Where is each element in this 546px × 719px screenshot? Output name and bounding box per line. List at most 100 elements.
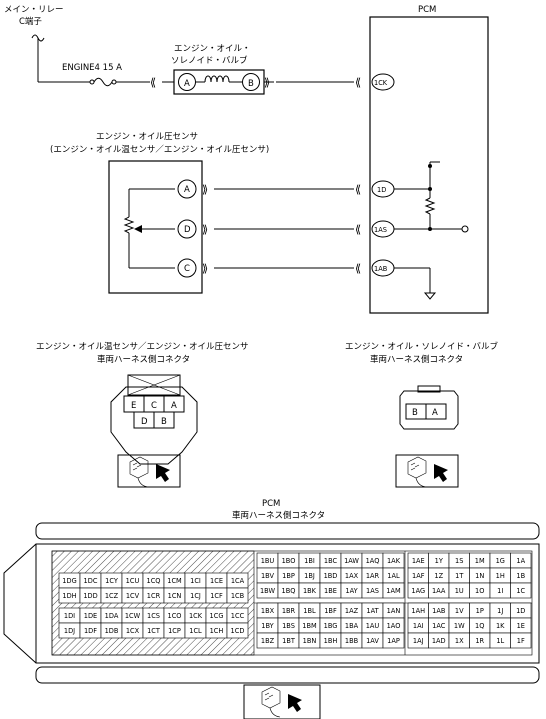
pcm-label: PCM (418, 5, 436, 15)
sensor-connector-title: エンジン・オイル温センサ／エンジン・オイル圧センサ (36, 341, 249, 352)
sensor-conn-pin-d: D (141, 417, 148, 427)
pcm-pin-label: 1J (497, 607, 503, 615)
pcm-pin-label: 1AZ (345, 607, 359, 615)
pcm-pin-label: 1AH (411, 607, 425, 615)
pcm-pin-label: 1BE (324, 587, 337, 595)
pcm-pin-label: 1CM (167, 577, 182, 585)
pcm-pin-label: 1A (516, 557, 525, 565)
pcm-pin-label: 1CY (105, 577, 119, 585)
pcm-pin-label: 1AJ (413, 637, 424, 645)
sensor-subtitle: (エンジン・オイル温センサ／エンジン・オイル圧センサ) (50, 144, 269, 155)
pcm-pin-label: 1DA (105, 612, 119, 620)
pcm-pin-label: 1Q (475, 622, 484, 630)
pcm-pin-label: 1AX (345, 572, 359, 580)
connector-mark: ⟫ (264, 76, 270, 89)
pcm-pin-cell (510, 632, 532, 649)
pcm-pin-label: 1AY (345, 587, 358, 595)
pcm-pin-label: 1AT (366, 607, 379, 615)
sensor-conn-pin-c: C (151, 401, 157, 411)
pcm-pin-label: 1DI (64, 612, 75, 620)
pcm-pin-label: 1CO (168, 612, 182, 620)
pcm-pin-label: 1BS (282, 622, 295, 630)
pcm-pin-label: 1CB (231, 592, 245, 600)
pcm-pin-label: 1BW (260, 587, 275, 595)
pcm-pin-cell (226, 622, 249, 639)
pcm-pin-label: 1CT (147, 627, 161, 635)
pcm-pin-label: 1P (476, 607, 484, 615)
pcm-pin-cell (510, 582, 532, 599)
pcm-pin-label: 1BL (303, 607, 316, 615)
pcm-pin-label: 1CI (190, 577, 201, 585)
pcm-pin-label: 1DE (84, 612, 97, 620)
pcm-pin-label: 1BK (303, 587, 317, 595)
fuse-symbol (89, 77, 117, 87)
pcm-pin-label: 1CL (189, 627, 202, 635)
pcm-pin-label: 1BV (261, 572, 275, 580)
pcm-pin-label: 1H (496, 572, 505, 580)
pcm-pin-label: 1BZ (261, 637, 275, 645)
svg-text:A: A (184, 185, 190, 195)
pcm-pin-label: 1CW (125, 612, 141, 620)
pcm-pin-label: 1DG (62, 577, 76, 585)
sensor-pin-d: D (177, 219, 197, 239)
pcm-pin-label: 1DD (83, 592, 97, 600)
pcm-pin-label: 1CJ (190, 592, 201, 600)
pcm-internal-circuit (394, 161, 469, 300)
sensor-pin-a: A (177, 179, 197, 199)
pcm-pin-label: 1CR (147, 592, 161, 600)
svg-text:⟪: ⟪ (355, 262, 361, 275)
pcm-pin-label: 1AS (366, 587, 379, 595)
pcm-pin-label: 1CS (147, 612, 160, 620)
pcm-pin-cell (226, 587, 249, 604)
sensor-conn-pin-e: E (131, 401, 136, 411)
pcm-pin-label: 1BP (282, 572, 295, 580)
pcm-pin-label: 1BJ (304, 572, 315, 580)
pcm-pin-label: 1O (475, 587, 484, 595)
svg-text:1D: 1D (377, 186, 386, 194)
svg-text:1CK: 1CK (374, 79, 388, 87)
pcm-pin-label: 1F (517, 637, 525, 645)
pcm-pin-label: 1DH (62, 592, 76, 600)
pcm-pin-label: 1BC (324, 557, 338, 565)
pcm-pin-label: 1M (475, 557, 485, 565)
pcm-pin-label: 1B (516, 572, 525, 580)
sensor-connector-subtitle: 車両ハーネス側コネクタ (97, 354, 190, 365)
pcm-pin-label: 1DJ (64, 627, 75, 635)
sensor-connector-face (110, 374, 198, 465)
pcm-connector-title: PCM (262, 499, 280, 509)
pcm-pin-label: 1BY (261, 622, 274, 630)
pcm-pin-label: 1AR (366, 572, 380, 580)
pcm-pin-label: 1BI (304, 557, 315, 565)
pcm-pin-label: 1CU (126, 577, 140, 585)
c-terminal-label: C端子 (19, 16, 42, 27)
pcm-pin-label: 1Y (435, 557, 444, 565)
pcm-pin-label: 1D (516, 607, 525, 615)
pcm-pin-label: 1BO (282, 557, 296, 565)
pcm-pin-label: 1DC (84, 577, 98, 585)
pcm-pin-label: 1DB (105, 627, 119, 635)
solenoid-pin-b: B (248, 79, 254, 89)
pcm-pin-label: 1BF (324, 607, 337, 615)
connector-mark: ⟪ (355, 76, 361, 89)
pcm-pin-label: 1CH (210, 627, 224, 635)
solenoid-title-2: ソレノイド・バルブ (171, 55, 248, 66)
pcm-pin-label: 1BG (324, 622, 338, 630)
pcm-pin-label: 1CZ (105, 592, 119, 600)
pcm-pin-label: 1S (455, 557, 463, 565)
solenoid-connector-title: エンジン・オイル・ソレノイド・バルブ (345, 341, 499, 352)
sensor-internal-wiring (123, 188, 175, 269)
connector-view-icon (243, 684, 321, 719)
pcm-pin-label: 1CG (210, 612, 224, 620)
svg-text:C: C (184, 264, 190, 274)
pcm-pin-label: 1G (496, 557, 505, 565)
pcm-pin-cell (382, 632, 405, 649)
pcm-pin-label: 1DF (84, 627, 97, 635)
pcm-pin-label: 1BM (302, 622, 317, 630)
coil-icon (204, 75, 230, 83)
pcm-pin-label: 1BH (324, 637, 338, 645)
pcm-pin-label: 1C (516, 587, 525, 595)
pcm-pin-label: 1BD (324, 572, 338, 580)
connector-view-icon (117, 454, 181, 488)
pcm-pin-label: 1CA (231, 577, 245, 585)
solenoid-connector-face (399, 385, 459, 430)
